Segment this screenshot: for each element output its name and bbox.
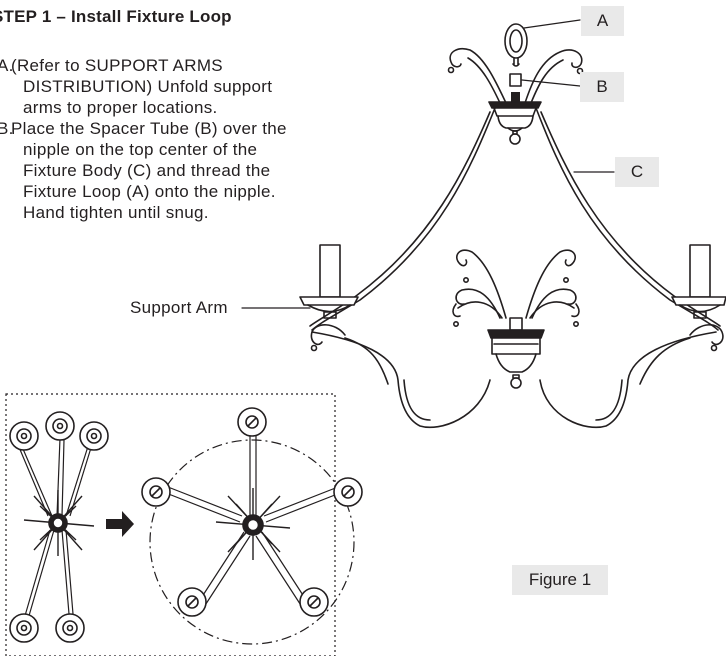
step-b-line-2: nipple on the top center of the	[23, 140, 258, 159]
step-title: STEP 1 – Install Fixture Loop	[0, 7, 232, 26]
callout-b: B	[580, 72, 624, 102]
arrow-right-icon	[106, 511, 134, 537]
support-arm-label: Support Arm	[130, 298, 228, 317]
step-b-line-5: Hand tighten until snug.	[23, 203, 209, 222]
step-a-line-1: (Refer to SUPPORT ARMS	[11, 56, 223, 75]
step-a-line-2: DISTRIBUTION) Unfold support	[23, 77, 273, 96]
spacer-tube-icon	[509, 73, 522, 87]
step-b-line-3: Fixture Body (C) and thread the	[23, 161, 271, 180]
instruction-step-b: B. Place the Spacer Tube (B) over the ni…	[0, 118, 287, 223]
step-b-line-1: Place the Spacer Tube (B) over the	[11, 119, 287, 138]
step-a-line-3: arms to proper locations.	[23, 98, 218, 117]
fixture-loop-icon	[504, 23, 528, 67]
callout-c: C	[615, 157, 659, 187]
step-b-marker: B.	[0, 119, 14, 138]
figure-label: Figure 1	[512, 565, 608, 595]
callout-a: A	[581, 6, 624, 36]
step-a-marker: A.	[0, 56, 14, 75]
step-b-line-4: Fixture Loop (A) onto the nipple.	[23, 182, 276, 201]
support-arm	[310, 324, 346, 346]
instruction-step-a: A. (Refer to SUPPORT ARMS DISTRIBUTION) …	[0, 55, 273, 118]
